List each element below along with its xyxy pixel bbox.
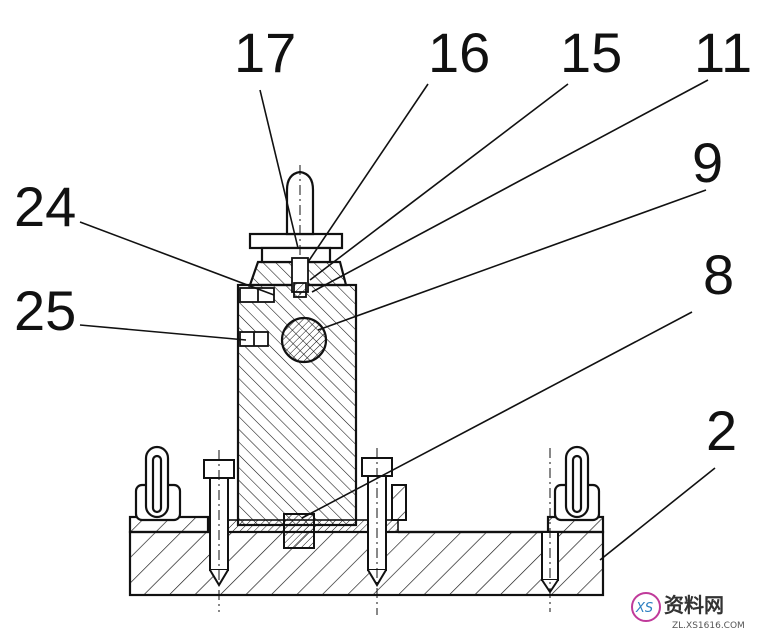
callout-8: 8 — [703, 243, 734, 306]
right-bolt — [361, 448, 407, 615]
site-watermark: XS 资料网 ZL.XS1616.COM — [631, 592, 745, 631]
leader-2 — [599, 467, 716, 561]
watermark-logo-text: XS — [635, 601, 653, 616]
leader-8 — [301, 311, 693, 519]
callout-labels: 17 16 15 11 9 8 2 24 25 — [14, 21, 752, 462]
set-screw-24 — [239, 287, 275, 303]
watermark-logo-icon — [631, 592, 661, 622]
callout-9: 9 — [692, 131, 723, 194]
pin-detail — [291, 257, 309, 298]
callout-24: 24 — [14, 175, 76, 238]
callout-25: 25 — [14, 279, 76, 342]
key-block — [283, 513, 315, 549]
leader-15 — [309, 83, 569, 281]
callout-15: 15 — [560, 21, 622, 84]
callout-11: 11 — [694, 21, 752, 84]
right-locating-pin — [541, 448, 559, 612]
leader-lines — [79, 79, 716, 561]
leader-25 — [79, 324, 247, 341]
watermark-site-url: ZL.XS1616.COM — [672, 621, 745, 631]
leader-9 — [317, 189, 707, 331]
set-screw-25 — [239, 331, 269, 347]
leader-16 — [307, 83, 429, 263]
left-bolt — [203, 450, 235, 612]
leader-11 — [311, 79, 709, 293]
callout-2: 2 — [706, 399, 737, 462]
leader-24 — [79, 221, 275, 296]
left-lifting-ring — [134, 445, 182, 522]
base-plate — [128, 515, 605, 597]
right-lifting-ring — [553, 445, 601, 522]
callout-16: 16 — [428, 21, 490, 84]
callout-17: 17 — [234, 21, 296, 84]
ball-joint — [280, 316, 328, 364]
leader-17 — [259, 89, 299, 249]
watermark-site-name: 资料网 — [664, 593, 724, 617]
